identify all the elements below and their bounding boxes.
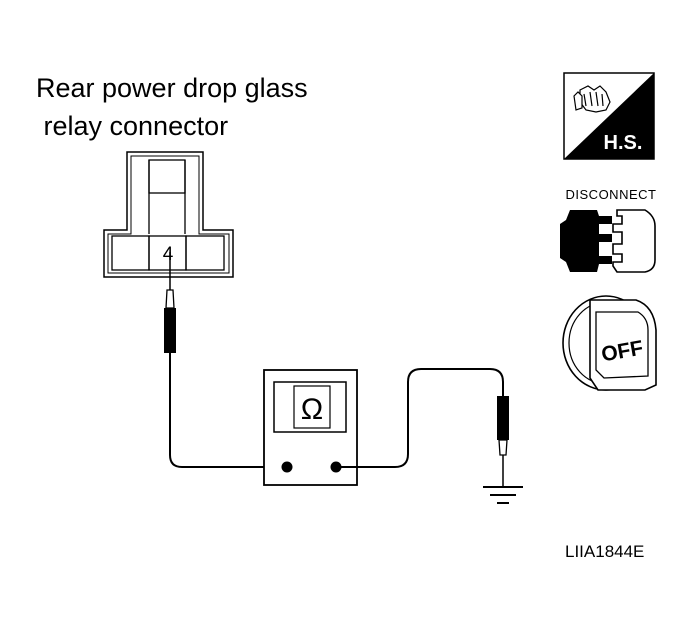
meter-terminal-left: [281, 461, 293, 473]
ohm-symbol: Ω: [301, 393, 323, 426]
terminal-number: 4: [163, 244, 174, 265]
ground-symbol: [483, 486, 523, 504]
ohmmeter: [263, 369, 358, 486]
hs-label: H.S.: [604, 132, 643, 154]
disconnect-label: DISCONNECT: [566, 187, 657, 202]
disconnect-icon: DISCONNECT: [560, 187, 657, 273]
left-probe: [164, 252, 176, 365]
connector-title-line-2: relay connector: [36, 111, 229, 141]
right-lead-wire: [336, 368, 504, 468]
hs-icon: H.S.: [563, 72, 655, 160]
reference-code: LIIA1844E: [565, 542, 645, 561]
right-probe: [497, 396, 509, 486]
relay-connector: [103, 151, 234, 278]
left-lead-wire: [169, 365, 287, 468]
ignition-off-icon: OFF: [562, 295, 657, 391]
connector-title-line-1: Rear power drop glass: [36, 73, 308, 103]
